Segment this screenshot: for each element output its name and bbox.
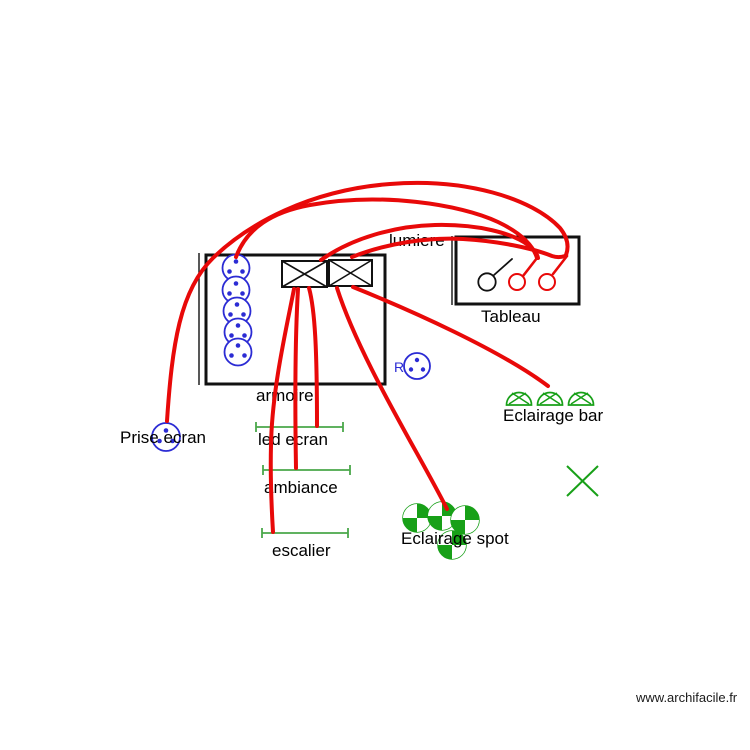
tableau-switch-red-1[interactable]	[508, 256, 539, 291]
watermark-text: www.archifacile.fr	[635, 690, 738, 705]
spot-light-3[interactable]	[450, 505, 480, 535]
segment-escalier[interactable]	[261, 528, 349, 538]
outlet-prise-ecran[interactable]	[151, 422, 181, 452]
bar-light-2[interactable]	[536, 391, 564, 406]
junction-box-1[interactable]	[281, 260, 328, 288]
label-eclairage-bar: Eclairage bar	[503, 406, 604, 425]
tableau-switch-red-2[interactable]	[538, 254, 569, 291]
wire-to-escalier[interactable]	[268, 287, 296, 534]
x-marker[interactable]	[566, 465, 599, 497]
wire-prise-ecran-to-tableau[interactable]	[165, 180, 570, 423]
label-led-ecran: led ecran	[258, 430, 328, 449]
label-tableau: Tableau	[481, 307, 541, 326]
armoire-outlet-2[interactable]	[221, 275, 251, 305]
armoire-outlet-4[interactable]	[223, 317, 253, 347]
armoire-outlet-3[interactable]	[222, 296, 252, 326]
armoire-outlet-5[interactable]	[223, 337, 253, 367]
bar-light-1[interactable]	[505, 391, 533, 406]
bar-light-3[interactable]	[567, 391, 595, 406]
junction-box-2[interactable]	[328, 259, 373, 287]
label-ambiance: ambiance	[264, 478, 338, 497]
spot-light-4[interactable]	[437, 530, 467, 560]
label-escalier: escalier	[272, 541, 331, 560]
segment-ambiance[interactable]	[262, 465, 351, 475]
wire-box2-to-tableau[interactable]	[350, 236, 567, 260]
wire-to-eclairage-bar[interactable]	[351, 285, 550, 388]
tableau-switch-black[interactable]	[477, 258, 513, 292]
wire-to-ambiance[interactable]	[293, 287, 300, 470]
wire-armoire-outlets-to-tableau[interactable]	[234, 197, 539, 260]
spot-light-1[interactable]	[402, 503, 432, 533]
label-prise-ecran: Prise ecran	[120, 428, 206, 447]
outlet-r[interactable]	[403, 352, 431, 380]
label-eclairage-spot: Eclairage spot	[401, 529, 509, 548]
wire-to-eclairage-spot[interactable]	[335, 286, 449, 511]
label-armoire: armoire	[256, 386, 314, 405]
wire-to-led-ecran[interactable]	[307, 286, 319, 428]
label-outlet-r: R	[394, 359, 404, 375]
wires	[165, 180, 570, 534]
